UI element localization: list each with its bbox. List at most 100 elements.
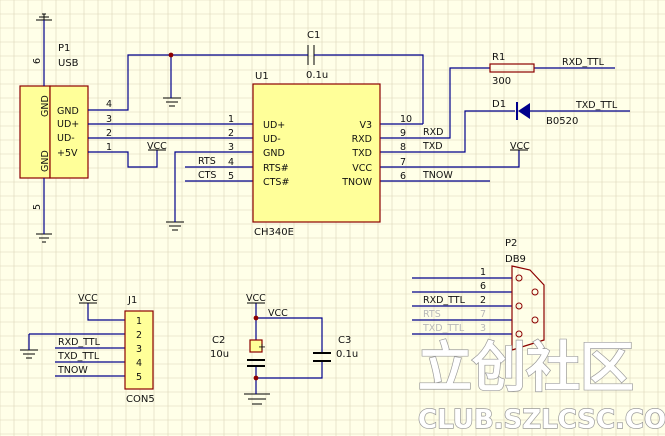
c2-ref: C2 <box>212 335 225 346</box>
u1-pin-rts: RTS# <box>263 163 289 174</box>
capacitor-c1: C1 0.1u <box>300 30 328 81</box>
j1-net-rxd-ttl: RXD_TTL <box>58 337 101 348</box>
u1-pin-txd: TXD <box>351 148 372 159</box>
p2-name: DB9 <box>505 254 526 265</box>
net-vcc-usb: VCC <box>147 141 167 152</box>
u1-pin-rxd: RXD <box>352 134 372 145</box>
u1-pin-cts: CTS# <box>263 177 289 188</box>
net-rxd-ttl: RXD_TTL <box>562 57 605 68</box>
gnd-symbol-u1 <box>166 221 184 231</box>
c3-ref: C3 <box>338 335 351 346</box>
u1-pinnum-8: 8 <box>400 142 406 153</box>
d1-ref: D1 <box>492 99 506 110</box>
u1-pin-udplus: UD+ <box>263 120 285 131</box>
net-tnow: TNOW <box>422 170 453 181</box>
c3-value: 0.1u <box>336 349 358 360</box>
u1-pinnum-2: 2 <box>228 128 234 139</box>
j1-body <box>124 310 154 390</box>
u1-pin-tnow: TNOW <box>341 177 372 188</box>
p2-pinnum-6: 6 <box>480 281 486 292</box>
p1-pin-udplus: UD+ <box>57 119 79 130</box>
u1-ref: U1 <box>255 71 269 82</box>
diode-d1: D1 B0520 <box>492 99 578 127</box>
p2-ref: P2 <box>505 238 517 249</box>
p1-pin-gnd: GND <box>57 106 79 117</box>
u1-pinnum-3: 3 <box>228 142 234 153</box>
net-vcc-u1: VCC <box>510 141 530 152</box>
u1-pinnum-1: 1 <box>228 114 234 125</box>
p1-pinnum-5: 5 <box>32 204 43 210</box>
u1-name: CH340E <box>254 227 294 238</box>
c1-ref: C1 <box>307 30 320 41</box>
u1-pinnum-5: 5 <box>228 171 234 182</box>
u1-pin-udminus: UD- <box>263 134 281 145</box>
db9-connector-p2: P2 DB9 1 6 2 7 3 RXD_TTL RTS TXD_TTL <box>422 238 545 351</box>
p1-pinnum-2: 2 <box>106 128 112 139</box>
net-rxd: RXD <box>423 127 443 138</box>
c3-net-vcc: VCC <box>268 308 288 319</box>
p1-body-right <box>49 85 89 179</box>
net-labels: VCC RTS CTS RXD TXD TNOW VCC RXD_TTL TXD… <box>147 57 618 181</box>
j1-pinnum-1: 1 <box>136 316 142 327</box>
gnd-symbol-j1 <box>20 349 38 359</box>
p1-ref: P1 <box>58 43 70 54</box>
resistor-r1: R1 300 <box>489 52 535 87</box>
p2-pinnum-3: 3 <box>480 323 486 334</box>
p1-pinnum-6: 6 <box>32 58 43 64</box>
p2-net-txd-ttl: TXD_TTL <box>422 323 465 334</box>
p1-pinnum-1: 1 <box>106 142 112 153</box>
gnd-symbol-c1 <box>163 97 181 107</box>
u1-pinnum-9: 9 <box>400 128 406 139</box>
j1-ref: J1 <box>127 295 137 306</box>
c2-net-vcc: VCC <box>246 293 266 304</box>
j1-name: CON5 <box>126 394 155 405</box>
usb-connector-p1: P1 USB GND GND GND UD+ UD- +5V 4 3 2 1 6… <box>19 43 112 210</box>
ic-u1-ch340e: U1 CH340E UD+ UD- GND RTS# CTS# 1 2 3 4 … <box>228 71 412 238</box>
j1-pinnum-3: 3 <box>136 344 142 355</box>
watermark: 立创社区 CLUB.SZLCSC.COM <box>417 335 665 435</box>
u1-pin-vcc: VCC <box>352 163 372 174</box>
j1-net-tnow: TNOW <box>57 365 88 376</box>
net-cts: CTS <box>198 170 216 181</box>
j1-pinnum-5: 5 <box>136 372 142 383</box>
p1-name: USB <box>58 58 79 69</box>
u1-pinnum-4: 4 <box>228 157 234 168</box>
p2-pinnum-1: 1 <box>480 267 486 278</box>
net-rts: RTS <box>198 156 216 167</box>
j1-net-vcc: VCC <box>78 293 98 304</box>
j1-pinnum-2: 2 <box>136 330 142 341</box>
u1-pin-gnd: GND <box>263 148 285 159</box>
p1-pin-5v: +5V <box>57 148 78 159</box>
p2-net-rts: RTS <box>423 309 441 320</box>
d1-value: B0520 <box>546 116 578 127</box>
watermark-title: 立创社区 <box>418 336 634 399</box>
r1-value: 300 <box>492 76 511 87</box>
watermark-url: CLUB.SZLCSC.COM <box>418 405 665 435</box>
u1-pinnum-7: 7 <box>400 157 406 168</box>
p1-body-left <box>19 85 51 179</box>
net-txd-ttl: TXD_TTL <box>575 100 618 111</box>
c2-value: 10u <box>210 349 229 360</box>
u1-pinnum-10: 10 <box>400 114 412 125</box>
capacitor-c3: VCC C3 0.1u <box>268 308 358 362</box>
j1-net-txd-ttl: TXD_TTL <box>57 351 100 362</box>
u1-body <box>252 83 381 223</box>
p1-pinnum-3: 3 <box>106 114 112 125</box>
junctions <box>168 52 259 381</box>
c1-value: 0.1u <box>306 70 328 81</box>
c2-plus: + <box>258 342 266 353</box>
p2-net-rxd-ttl: RXD_TTL <box>423 295 466 306</box>
p2-pinnum-7: 7 <box>480 309 486 320</box>
p1-pin-udminus: UD- <box>57 133 75 144</box>
r1-ref: R1 <box>492 52 505 63</box>
net-txd: TXD <box>422 141 443 152</box>
gnd-symbol-c2 <box>244 393 270 405</box>
p2-pinnum-2: 2 <box>480 295 486 306</box>
p1-side-gnd-top: GND <box>40 95 51 117</box>
u1-pinnum-6: 6 <box>400 171 406 182</box>
p1-side-gnd-bottom: GND <box>40 150 51 172</box>
wires <box>28 20 630 394</box>
u1-pin-v3: V3 <box>359 120 372 131</box>
gnd-symbol-top <box>36 13 52 21</box>
